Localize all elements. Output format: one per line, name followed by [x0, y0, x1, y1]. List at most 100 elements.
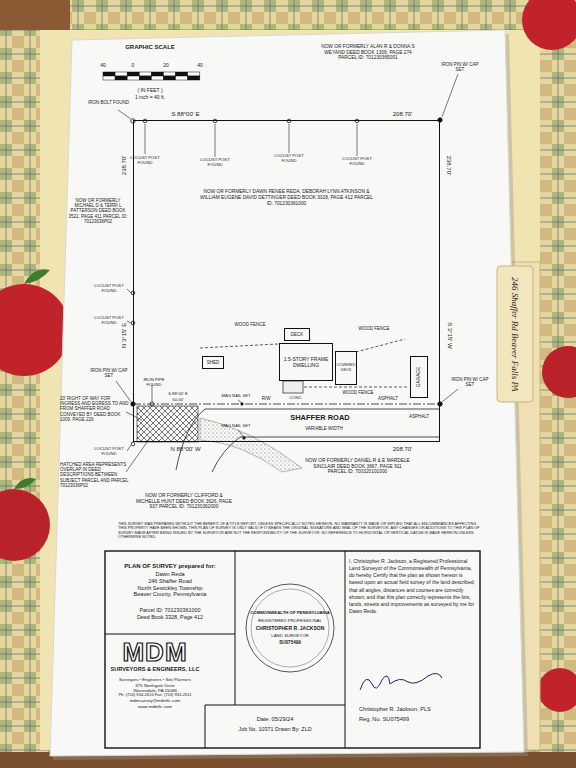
monument-label: IRON PIN W/ CAP SET: [88, 368, 130, 378]
scale-number: 40: [96, 63, 110, 69]
node-text: Date: 05/29/24: [208, 716, 342, 723]
node-text: Ph: (724) 934-2610 Fax: (724) 934-2611: [108, 693, 202, 698]
graphic-scale-bar: [103, 72, 200, 80]
node-text: SURVEYORS & ENGINEERS, LLC: [108, 666, 202, 673]
monument-label: MAG NAIL SET: [218, 424, 254, 429]
node-text: DECK: [291, 332, 304, 337]
scale-number: 20: [159, 63, 173, 69]
node-text: SHED: [207, 360, 220, 365]
company-logo: MDMSURVEYORS & ENGINEERS, LLC Surveyors •…: [108, 637, 202, 746]
bearing-label: S 88°00' E: [158, 111, 213, 118]
monument-label: IRON PIN W/ CAP SET: [448, 377, 492, 387]
surface-label: ASPHALT: [372, 396, 404, 401]
node-text: Parcel ID: 701230361000: [108, 607, 232, 613]
adjoiner-note: NOW OR FORMERLY MICHAEL D & TERRI L PATT…: [66, 198, 130, 224]
subject-parcel: NOW OR FORMERLY DAWN RENEE REDA, DEBORAH…: [133, 120, 440, 442]
date-box: Date: 05/29/24Job No. 10371 Drawn By: ZL…: [208, 708, 342, 746]
node-text: COMMONWEALTH OF PENNSYLVANIA: [250, 610, 330, 615]
wood-table: [0, 0, 70, 30]
monument-label: IRON PIN W/ CAP SET: [438, 62, 482, 72]
node-text: COVERED DECK: [336, 363, 356, 372]
node-text: MDM: [108, 639, 202, 665]
node-text: Beaver County, Pennsylvania: [108, 591, 232, 598]
node-text: Job No. 10371 Drawn By: ZLD: [208, 726, 342, 732]
certification-box: I, Christopher R. Jackson, a Registered …: [349, 556, 477, 746]
signature: [360, 673, 442, 690]
node-text: North Sewickley Township: [108, 585, 232, 592]
scale-ratio: 1 inch = 40 ft.: [115, 95, 185, 101]
node-text: GARAGE: [416, 367, 422, 388]
disclaimer-note: THIS SURVEY WAS PREPARED WITHOUT THE BEN…: [118, 522, 483, 539]
survey-monuments: [131, 118, 442, 446]
hatch-note: HATCHED AREA REPRESENTS OVERLAP IN DEED …: [60, 462, 130, 488]
bearing-label: S 3°15' W: [446, 312, 453, 357]
shed-box: SHED: [202, 356, 224, 369]
node-text: mdmsurvey@mdmllc.com: [108, 698, 202, 703]
distance-label: 208.70': [380, 111, 425, 118]
node-text: REGISTERED PROFESSIONAL: [258, 618, 322, 623]
scale-unit: ( IN FEET ): [115, 88, 185, 94]
bearing-label: S 88°00' E: [160, 392, 196, 397]
dwelling-box: 1.5-STORY FRAME DWELLING: [279, 343, 333, 381]
fence-label: WOOD FENCE: [336, 390, 380, 395]
node-text: NOW OR FORMERLY DAWN RENEE REDA, DEBORAH…: [199, 189, 374, 206]
monument-label: LOCUST POST FOUND: [272, 154, 306, 164]
adjoiner-note: NOW OR FORMERLY DANIEL R & E MARDELE SIN…: [305, 458, 410, 475]
row-label: R/W: [257, 396, 275, 401]
concrete-pad: [283, 381, 303, 393]
monument-label: IRON BOLT FOUND: [88, 100, 132, 105]
adjoiner-note: NOW OR FORMERLY CLIFFORD & MICHELLE HUNT…: [135, 493, 233, 510]
title-box: PLAN OF SURVEY prepared for:Dawn Reda246…: [108, 555, 232, 632]
distance-label: 238.70': [121, 145, 128, 185]
node-text: Reg. No. SU075499: [359, 716, 409, 723]
fence-label: WOOD FENCE: [352, 326, 396, 331]
node-text: Deed Book 3328, Page 412: [108, 614, 232, 620]
road-name: SHAFFER ROAD: [268, 414, 372, 423]
node-text: Christopher R. Jackson, PLS: [359, 706, 431, 713]
scale-number: 40: [193, 63, 207, 69]
node-text: LAND SURVEYOR: [271, 633, 309, 638]
handwritten-note: 246 Shaffer Rd Beaver Falls PA: [510, 275, 520, 393]
scale-title: GRAPHIC SCALE: [105, 44, 195, 51]
node-text: PLAN OF SURVEY prepared for:: [108, 563, 232, 570]
easement-note: 20' RIGHT OF WAY FOR INGRESS AND EGRESS …: [60, 396, 130, 422]
surface-label: ASPHALT: [402, 414, 436, 419]
monument-label: LOCUST POST FOUND: [198, 158, 232, 168]
road-width: VARIABLE WIDTH: [296, 426, 352, 431]
hatched-overlap-area: [137, 406, 198, 442]
monument-label: MAG NAIL SET: [218, 394, 254, 399]
node-text: SU075499: [279, 640, 301, 646]
wood-fences: [200, 339, 408, 387]
node-text: CHRISTOPHER R. JACKSON: [256, 625, 325, 631]
node-text: Surveyors • Engineers • Site Planners: [108, 677, 202, 682]
leader-lines: [116, 74, 458, 472]
monument-label: LOCUST POST FOUND: [92, 284, 126, 294]
surveyor-seal: COMMONWEALTH OF PENNSYLVANIA REGISTERED P…: [245, 583, 335, 673]
scale-number: 0: [126, 63, 140, 69]
fence-label: WOOD FENCE: [228, 322, 272, 327]
paper-sheet: [50, 30, 524, 756]
surface-label: CONC.: [284, 396, 308, 401]
deck-box: DECK: [284, 328, 310, 341]
node-text: I, Christopher R. Jackson, a Registered …: [349, 558, 477, 615]
bearing-label: N 3°15' E: [121, 312, 128, 357]
node-text: Dawn Reda: [108, 571, 232, 578]
monument-label: LOCUST POST FOUND: [340, 157, 374, 167]
node-text: www.mdmllc.com: [108, 704, 202, 709]
garage-box: GARAGE: [410, 356, 428, 398]
folder-tab: [497, 266, 533, 402]
title-block-frame: [105, 551, 480, 748]
bearing-label: N 88°00' W: [158, 446, 213, 453]
distance-label: 50.00': [160, 398, 196, 403]
covered-deck-box: COVERED DECK: [335, 351, 357, 385]
distance-label: 208.70': [380, 446, 425, 453]
distance-label: 238.70': [446, 145, 453, 185]
monument-label: LOCUST POST FOUND: [92, 447, 126, 457]
node-text: 1.5-STORY FRAME DWELLING: [280, 356, 332, 368]
node-text: 375 Northgate Drive: [108, 683, 202, 688]
adjoiner-note: NOW OR FORMERLY ALAN R & DONNA S WEYAND …: [318, 44, 418, 61]
gravel-area: [200, 418, 302, 472]
